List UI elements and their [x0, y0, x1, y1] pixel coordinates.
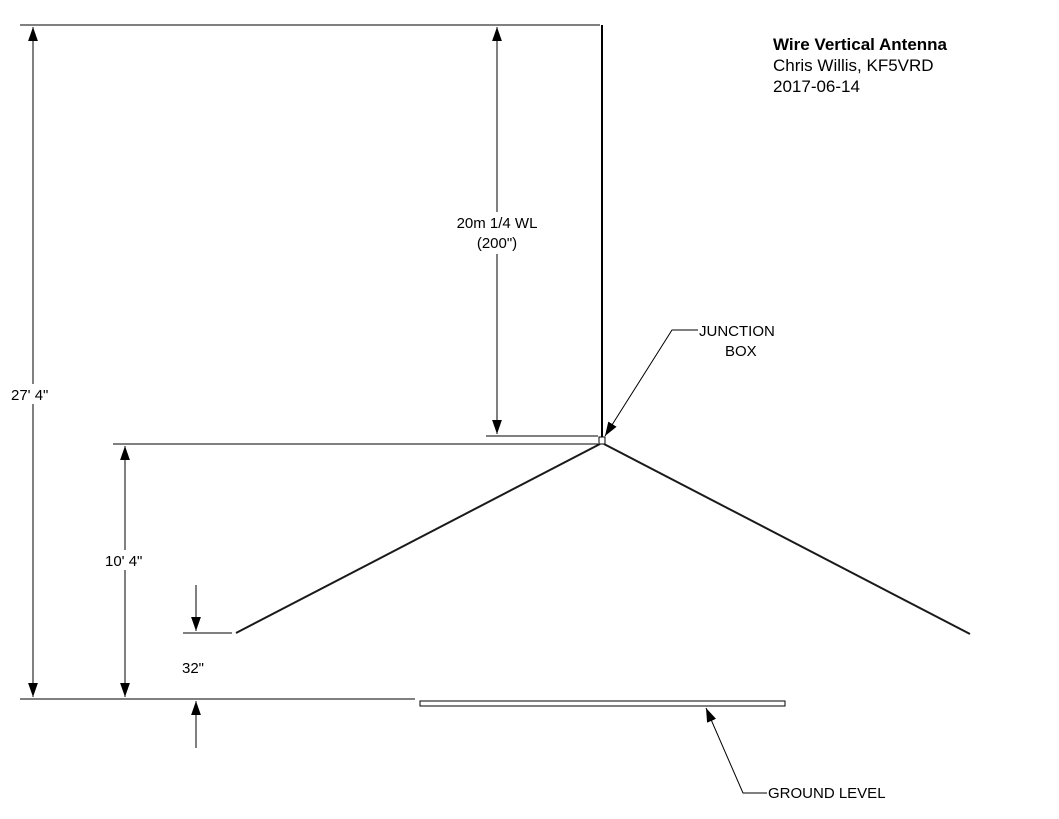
junction-callout-label-box: BOX	[725, 343, 757, 360]
ground-leader-line	[705, 707, 767, 794]
date-label: 2017-06-14	[773, 77, 860, 96]
element-length-inches-label: (200")	[477, 235, 517, 252]
diagram-title: Wire Vertical Antenna	[773, 35, 948, 54]
radial-right	[603, 443, 971, 635]
radial-end-height-label: 32"	[182, 660, 204, 677]
feed-height-label-bg	[103, 550, 151, 570]
junction-leader-line	[604, 329, 698, 437]
ground-callout-label: GROUND LEVEL	[768, 785, 886, 802]
author-label: Chris Willis, KF5VRD	[773, 56, 934, 75]
radial-left	[235, 443, 601, 634]
total-height-label-bg	[8, 384, 60, 404]
element-length-label: 20m 1/4 WL	[457, 215, 538, 232]
element-label-bg	[452, 212, 546, 254]
junction-box	[598, 436, 606, 445]
feed-height-label: 10' 4"	[105, 553, 142, 570]
total-height-label: 27' 4"	[11, 387, 48, 404]
junction-callout-label: JUNCTION	[699, 323, 775, 340]
ground-plane	[419, 700, 786, 707]
